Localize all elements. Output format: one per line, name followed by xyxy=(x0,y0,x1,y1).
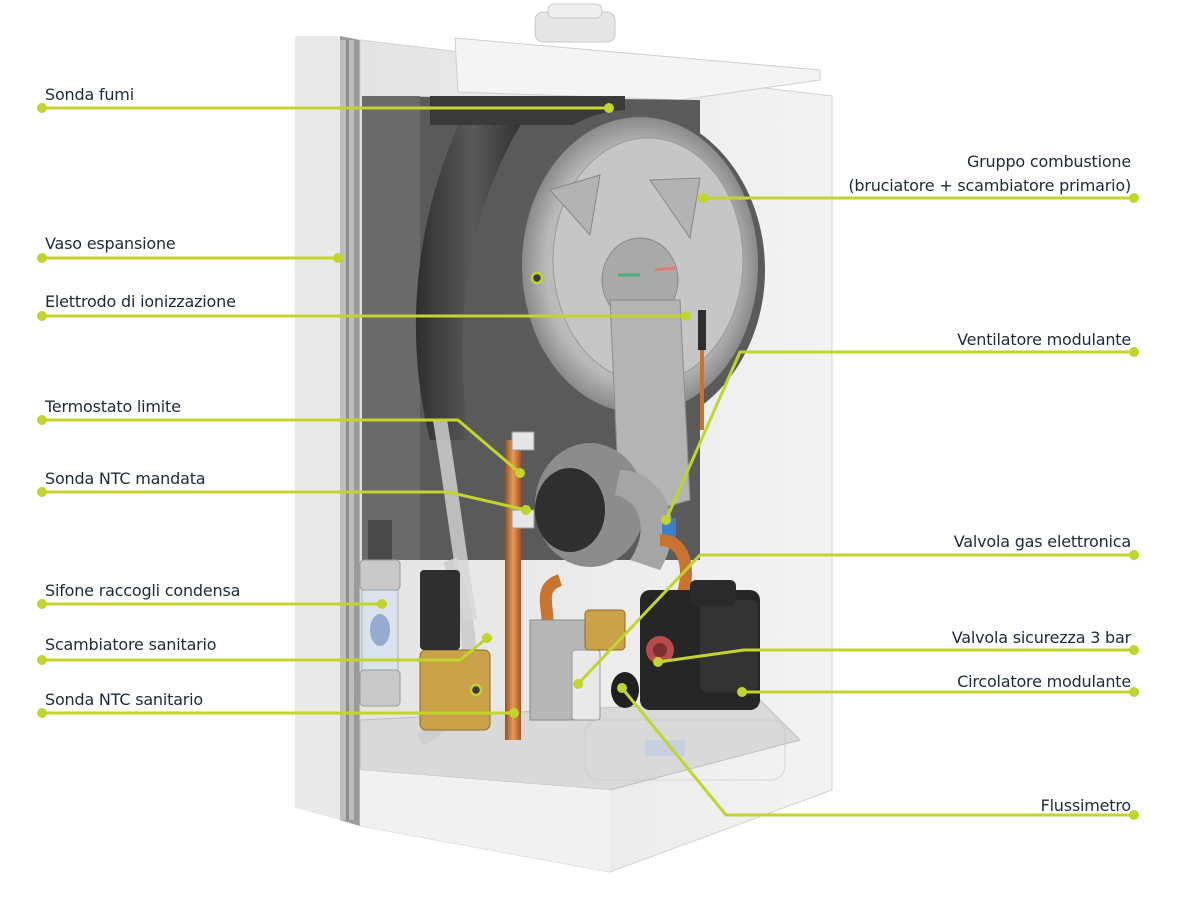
label-flussimetro: Flussimetro xyxy=(1040,796,1132,815)
label-gruppo-combustione-detail: (bruciatore + scambiatore primario) xyxy=(848,176,1131,195)
label-sifone: Sifone raccogli condensa xyxy=(45,581,241,600)
dot xyxy=(1129,347,1139,357)
dot xyxy=(377,599,387,609)
combustion-group xyxy=(495,110,765,521)
fan xyxy=(535,443,676,570)
hydraulic-group xyxy=(419,570,626,731)
dot xyxy=(1129,550,1139,560)
leader-valvola-sicurezza xyxy=(657,648,1134,664)
dot xyxy=(617,683,627,693)
dot xyxy=(737,687,747,697)
dot xyxy=(37,599,47,609)
dot xyxy=(1129,810,1139,820)
dot xyxy=(37,311,47,321)
dot xyxy=(37,103,47,113)
label-elettrodo-ionizzazione: Elettrodo di ionizzazione xyxy=(45,292,236,311)
dot xyxy=(698,193,708,203)
label-termostato-limite: Termostato limite xyxy=(45,397,181,416)
dot xyxy=(521,505,531,515)
condensate-siphon xyxy=(359,520,401,707)
ionization-electrode xyxy=(698,310,706,430)
dot xyxy=(333,253,343,263)
label-circolatore-modulante: Circolatore modulante xyxy=(957,672,1131,691)
flue-pipe xyxy=(415,96,625,440)
leader-scambiatore xyxy=(42,636,488,662)
dot xyxy=(37,487,47,497)
ring-marker xyxy=(530,271,544,285)
dot xyxy=(37,253,47,263)
dot xyxy=(37,655,47,665)
label-ventilatore-modulante: Ventilatore modulante xyxy=(957,330,1131,349)
label-valvola-gas: Valvola gas elettronica xyxy=(953,532,1131,551)
dot xyxy=(515,468,525,478)
dot xyxy=(1129,193,1139,203)
label-valvola-sicurezza: Valvola sicurezza 3 bar xyxy=(951,628,1131,647)
label-sonda-ntc-sanitario: Sonda NTC sanitario xyxy=(45,690,204,709)
label-vaso-espansione: Vaso espansione xyxy=(45,234,176,253)
label-sonda-fumi: Sonda fumi xyxy=(45,85,134,104)
dot xyxy=(604,103,614,113)
label-scambiatore-sanitario: Scambiatore sanitario xyxy=(45,635,217,654)
dot xyxy=(573,679,583,689)
leader-dots xyxy=(37,103,1139,820)
leader-valvola-gas xyxy=(576,553,1134,686)
label-sonda-ntc-mandata: Sonda NTC mandata xyxy=(45,469,206,488)
leader-flussimetro xyxy=(620,687,1134,817)
dot xyxy=(1129,687,1139,697)
dot xyxy=(661,515,671,525)
dot xyxy=(509,708,519,718)
dot xyxy=(482,633,492,643)
dot xyxy=(1129,645,1139,655)
leader-termostato xyxy=(42,418,521,475)
dot xyxy=(653,657,663,667)
label-gruppo-combustione: Gruppo combustione xyxy=(966,152,1131,171)
leader-ventilatore xyxy=(664,350,1134,521)
leader-ntc-mandata xyxy=(42,490,527,512)
dot xyxy=(37,708,47,718)
dot xyxy=(681,311,691,321)
dot xyxy=(37,415,47,425)
ring-marker xyxy=(469,683,483,697)
leader-lines xyxy=(42,106,1134,817)
